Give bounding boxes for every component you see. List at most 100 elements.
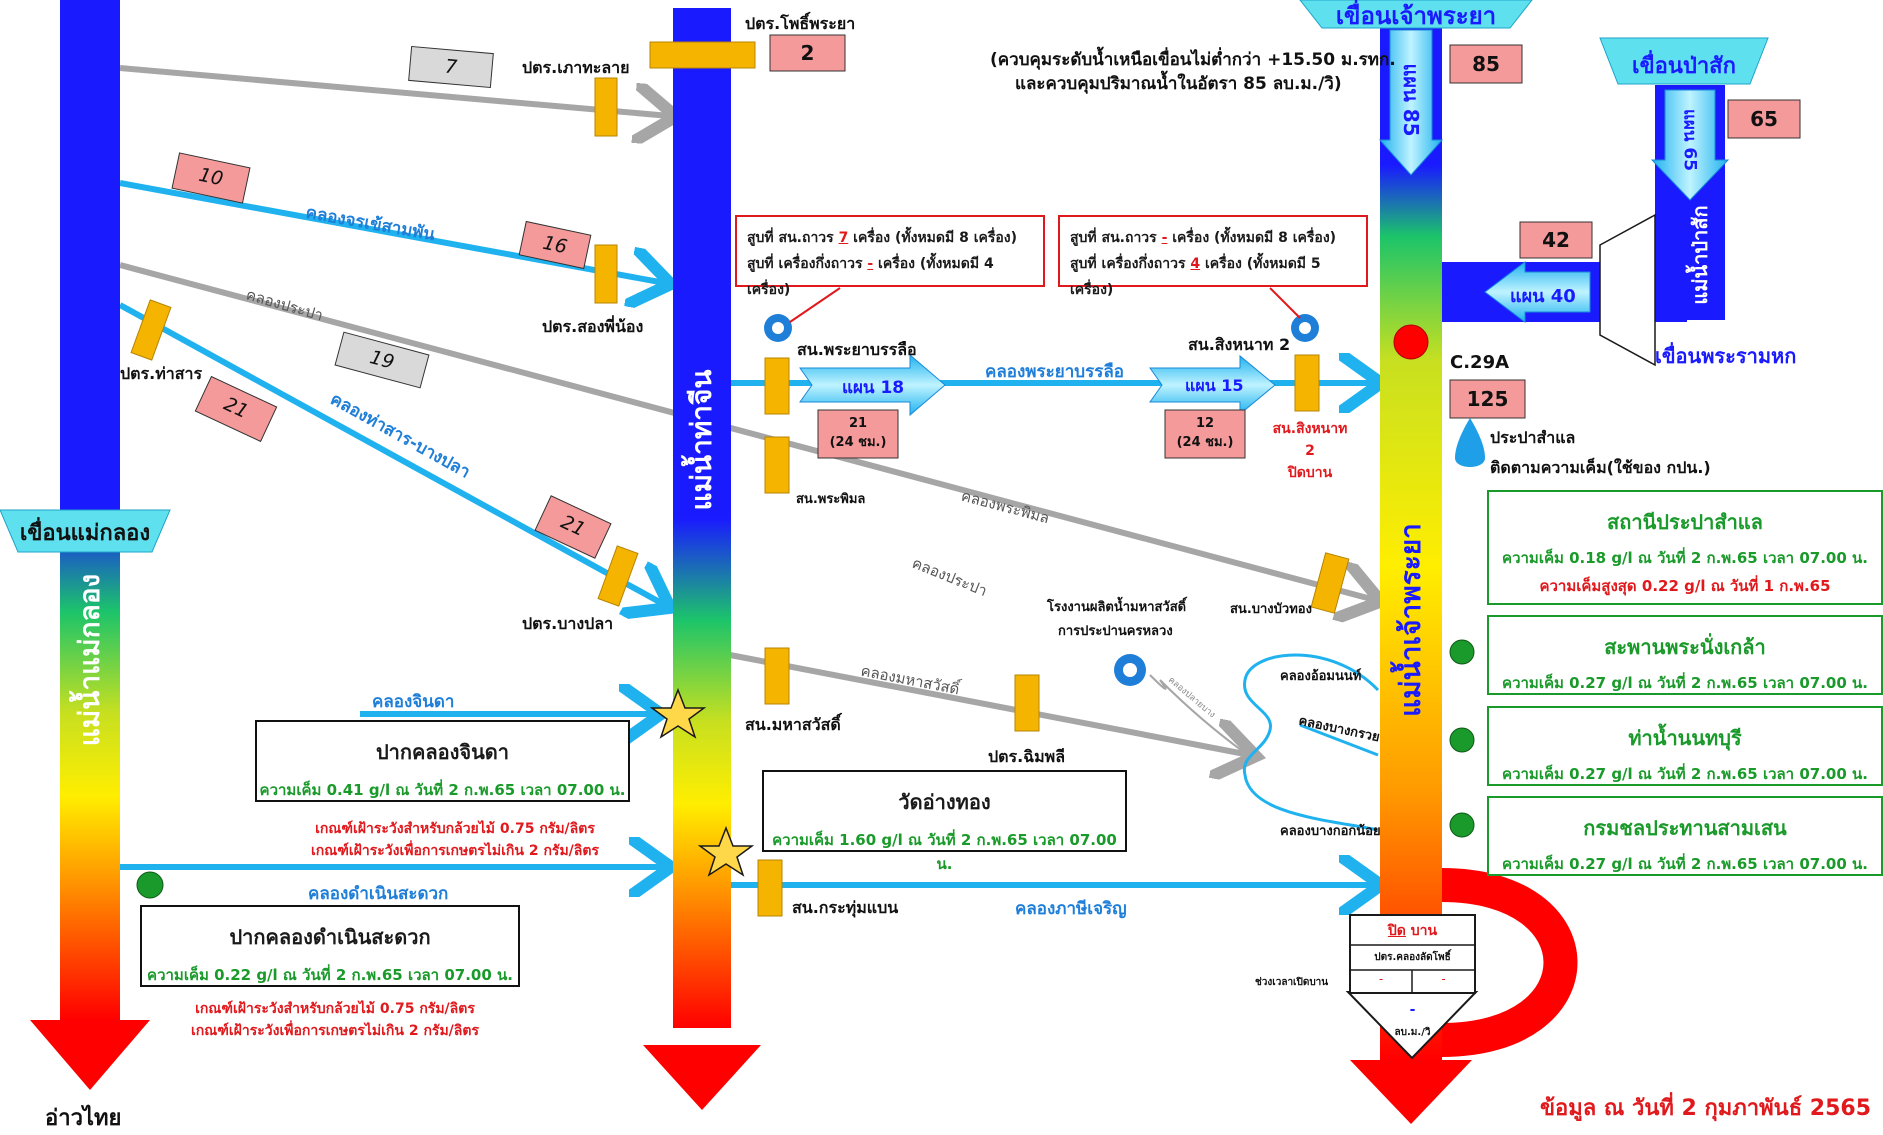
- river-label-thachin: แม่น้ำท่าจีน: [685, 369, 718, 511]
- channel-plai-bang: [1149, 674, 1246, 754]
- value-box-phao-thalai: [408, 45, 494, 89]
- criteria-damnoen-1: เกณฑ์เฝ้าระวังสำหรับกล้วยไม้ 0.75 กรัม/ล…: [195, 1001, 475, 1017]
- station-salinity-wat-angthong: ความเค็ม 1.60 g/l ณ วันที่ 2 ก.พ.65 เวลา…: [772, 831, 1117, 873]
- water-drop-icon: [1455, 418, 1485, 467]
- maeklong-dam-shape: [0, 509, 171, 553]
- label-singhanat2: สน.สิงหนาท 2: [1188, 335, 1291, 354]
- label-monitor: ติดตามความเค็ม(ใช้ของ กปน.): [1490, 458, 1711, 477]
- station-salinity-phra-nang-klao: ความเค็ม 0.27 g/l ณ วันที่ 2 ก.พ.65 เวลา…: [1502, 674, 1868, 692]
- label-plant-1: โรงงานผลิตน้ำมหาสวัสดิ์: [1047, 600, 1187, 615]
- star-chinda: [649, 687, 707, 739]
- thachin-arrowhead: [643, 1045, 761, 1110]
- lat-pho-flow: -: [1409, 1002, 1416, 1018]
- label-tha-san: ปตร.ท่าสาร: [120, 364, 203, 383]
- gate-phao-thalai: [594, 77, 618, 137]
- star-angthong: [697, 825, 755, 877]
- pump-box-right: สูบที่ สน.ถาวร - เครื่อง (ทั้งหมดมี 8 เค…: [1058, 215, 1368, 298]
- dot-phra-nang-klao: [1449, 639, 1475, 665]
- gate-chimphli: [1014, 674, 1040, 732]
- value-singhanat: 12 (24 ชม.): [1165, 414, 1245, 452]
- value-phraya-banlue-num: 21: [848, 416, 868, 431]
- pump-icon-singhanat: [1291, 314, 1319, 342]
- station-max-samlae: ความเค็มสูงสุด 0.22 g/l ณ วันที่ 1 ก.พ.6…: [1539, 577, 1831, 595]
- value-box-chorakhe-in: [171, 152, 251, 204]
- chaophraya-arrowhead: [1350, 1060, 1472, 1124]
- value-box-pho-phraya: [769, 34, 846, 72]
- gate-singhanat: [1294, 354, 1320, 412]
- thachin-river: [673, 8, 731, 1028]
- value-box-thasan-in: [194, 375, 278, 443]
- lat-pho-t1: -: [1378, 972, 1384, 986]
- label-krathum-baen: สน.กระทุ่มแบน: [792, 898, 899, 917]
- pump-box-left: สูบที่ สน.ถาวร 7 เครื่อง (ทั้งหมดมี 8 เค…: [735, 215, 1045, 298]
- value-box-prapa-mid: [334, 331, 430, 389]
- station-box-chinda: ปากคลองจินดา ความเค็ม 0.41 g/l ณ วันที่ …: [255, 720, 630, 802]
- value-box-chorakhe-out: [518, 220, 592, 270]
- chaophraya-plan-arrow: [1378, 29, 1444, 176]
- value-c29a: 125: [1466, 387, 1509, 411]
- lat-pho-status-suffix: บาน: [1405, 923, 1438, 939]
- dam-label-maeklong: เขื่อนแม่กลอง: [19, 521, 151, 546]
- plan-label-pasak: แผน 65: [1679, 108, 1700, 172]
- pharam-dam-shape: [1599, 213, 1656, 367]
- label-ao-thai: อ่าวไทย: [45, 1106, 122, 1131]
- value-box-pharam: [1519, 221, 1593, 259]
- gate-pho-phraya: [649, 41, 756, 69]
- station-box-damnoen: ปากคลองดำเนินสะดวก ความเค็ม 0.22 g/l ณ ว…: [140, 905, 520, 987]
- criteria-chinda-2: เกณฑ์เฝ้าระวังเพื่อการเกษตรไม่เกิน 2 กรั…: [311, 843, 599, 859]
- pasak-plan-arrow: [1650, 89, 1730, 201]
- pump-icon-phraya-banlue: [764, 314, 792, 342]
- value-box-chaophraya: [1449, 44, 1523, 84]
- label-song-phi-nong: ปตร.สองพี่น้อง: [542, 317, 644, 336]
- label-phao-thalai: ปตร.เภาทะลาย: [522, 58, 630, 77]
- gate-krathum-baen: [757, 859, 783, 917]
- value-box-thasan-out: [534, 495, 612, 559]
- pointer-left-pump: [789, 287, 841, 323]
- chaophraya-dam-shape: [1299, 0, 1533, 29]
- gate-song-phi-nong: [594, 244, 618, 304]
- lat-pho-gate: ปตร.คลองลัดโพธิ์: [1374, 952, 1451, 963]
- chaophraya-river: [1380, 165, 1442, 1060]
- label-prapa-samlae: ประปาสำแล: [1490, 428, 1576, 447]
- pump-box-right-line2: สูบที่ เครื่องกึ่งถาวร 4 เครื่อง (ทั้งหม…: [1070, 256, 1321, 298]
- plan-label-singhanat: แผน 15: [1185, 376, 1244, 395]
- value-singhanat-num: 12: [1195, 416, 1215, 431]
- river-label-maeklong: แม่น้ำแม่กลอง: [73, 573, 106, 747]
- dam-label-pharam: เขื่อนพระรามหก: [1655, 344, 1797, 368]
- label-khlong-om-non: คลองอ้อมนนท์: [1280, 669, 1362, 684]
- station-box-samsen: กรมชลประทานสามเสน ความเค็ม 0.27 g/l ณ วั…: [1487, 796, 1883, 876]
- value-pasak: 65: [1750, 107, 1778, 131]
- lat-pho-loop: [1441, 868, 1578, 1057]
- channel-maha-sawat: [729, 652, 1250, 755]
- gate-bang-pla: [597, 545, 639, 607]
- dot-samsen: [1449, 812, 1475, 838]
- label-phraya-banlue: สน.พระยาบรรลือ: [797, 340, 917, 359]
- dam-label-pasak: เขื่อนป่าสัก: [1632, 54, 1736, 79]
- plan-label-chaophraya: แผน 85: [1399, 63, 1423, 137]
- value-box-c29a: [1449, 379, 1526, 419]
- river-label-chaophraya: แม่น้ำเจ้าพระยา: [1394, 523, 1427, 717]
- label-khlong-damnoen: คลองดำเนินสะดวก: [308, 884, 449, 904]
- pump-box-left-line1: สูบที่ สน.ถาวร 7 เครื่อง (ทั้งหมดมี 8 เค…: [747, 230, 1018, 246]
- lat-pho-unit: ลบ.ม./วิ: [1394, 1027, 1431, 1038]
- gate-bang-bua-thong: [1310, 552, 1350, 614]
- label-c29a: C.29A: [1450, 352, 1510, 373]
- chaophraya-note-1: (ควบคุมระดับน้ำเหนือเขื่อนไม่ต่ำกว่า +15…: [990, 50, 1396, 70]
- lat-pho-status: ปิด บาน: [1350, 920, 1475, 942]
- lat-pho-period-label: ช่วงเวลาเปิดบาน: [1255, 977, 1329, 988]
- criteria-damnoen: เกณฑ์เฝ้าระวังสำหรับกล้วยไม้ 0.75 กรัม/ล…: [165, 998, 505, 1042]
- label-phraphimon: สน.พระพิมล: [796, 492, 866, 507]
- pointer-right-pump: [1269, 287, 1301, 319]
- station-box-samlae: สถานีประปาสำแล ความเค็ม 0.18 g/l ณ วันที…: [1487, 490, 1883, 605]
- pasak-dam-shape: [1599, 37, 1769, 85]
- label-pho-phraya: ปตร.โพธิ์พระยา: [745, 14, 856, 33]
- value-box-phraya-banlue: [817, 409, 899, 459]
- value-phraya-banlue-hours: (24 ชม.): [829, 435, 887, 450]
- value-singhanat-hours: (24 ชม.): [1176, 435, 1234, 450]
- label-maha-sawat: สน.มหาสวัสดิ์: [745, 715, 841, 734]
- dot-tha-nonthaburi: [1449, 727, 1475, 753]
- date-note: ข้อมูล ณ วันที่ 2 กุมภาพันธ์ 2565: [1540, 1096, 1872, 1121]
- gate-tha-san: [130, 299, 172, 361]
- station-title-phra-nang-klao: สะพานพระนั่งเกล้า: [1604, 635, 1766, 659]
